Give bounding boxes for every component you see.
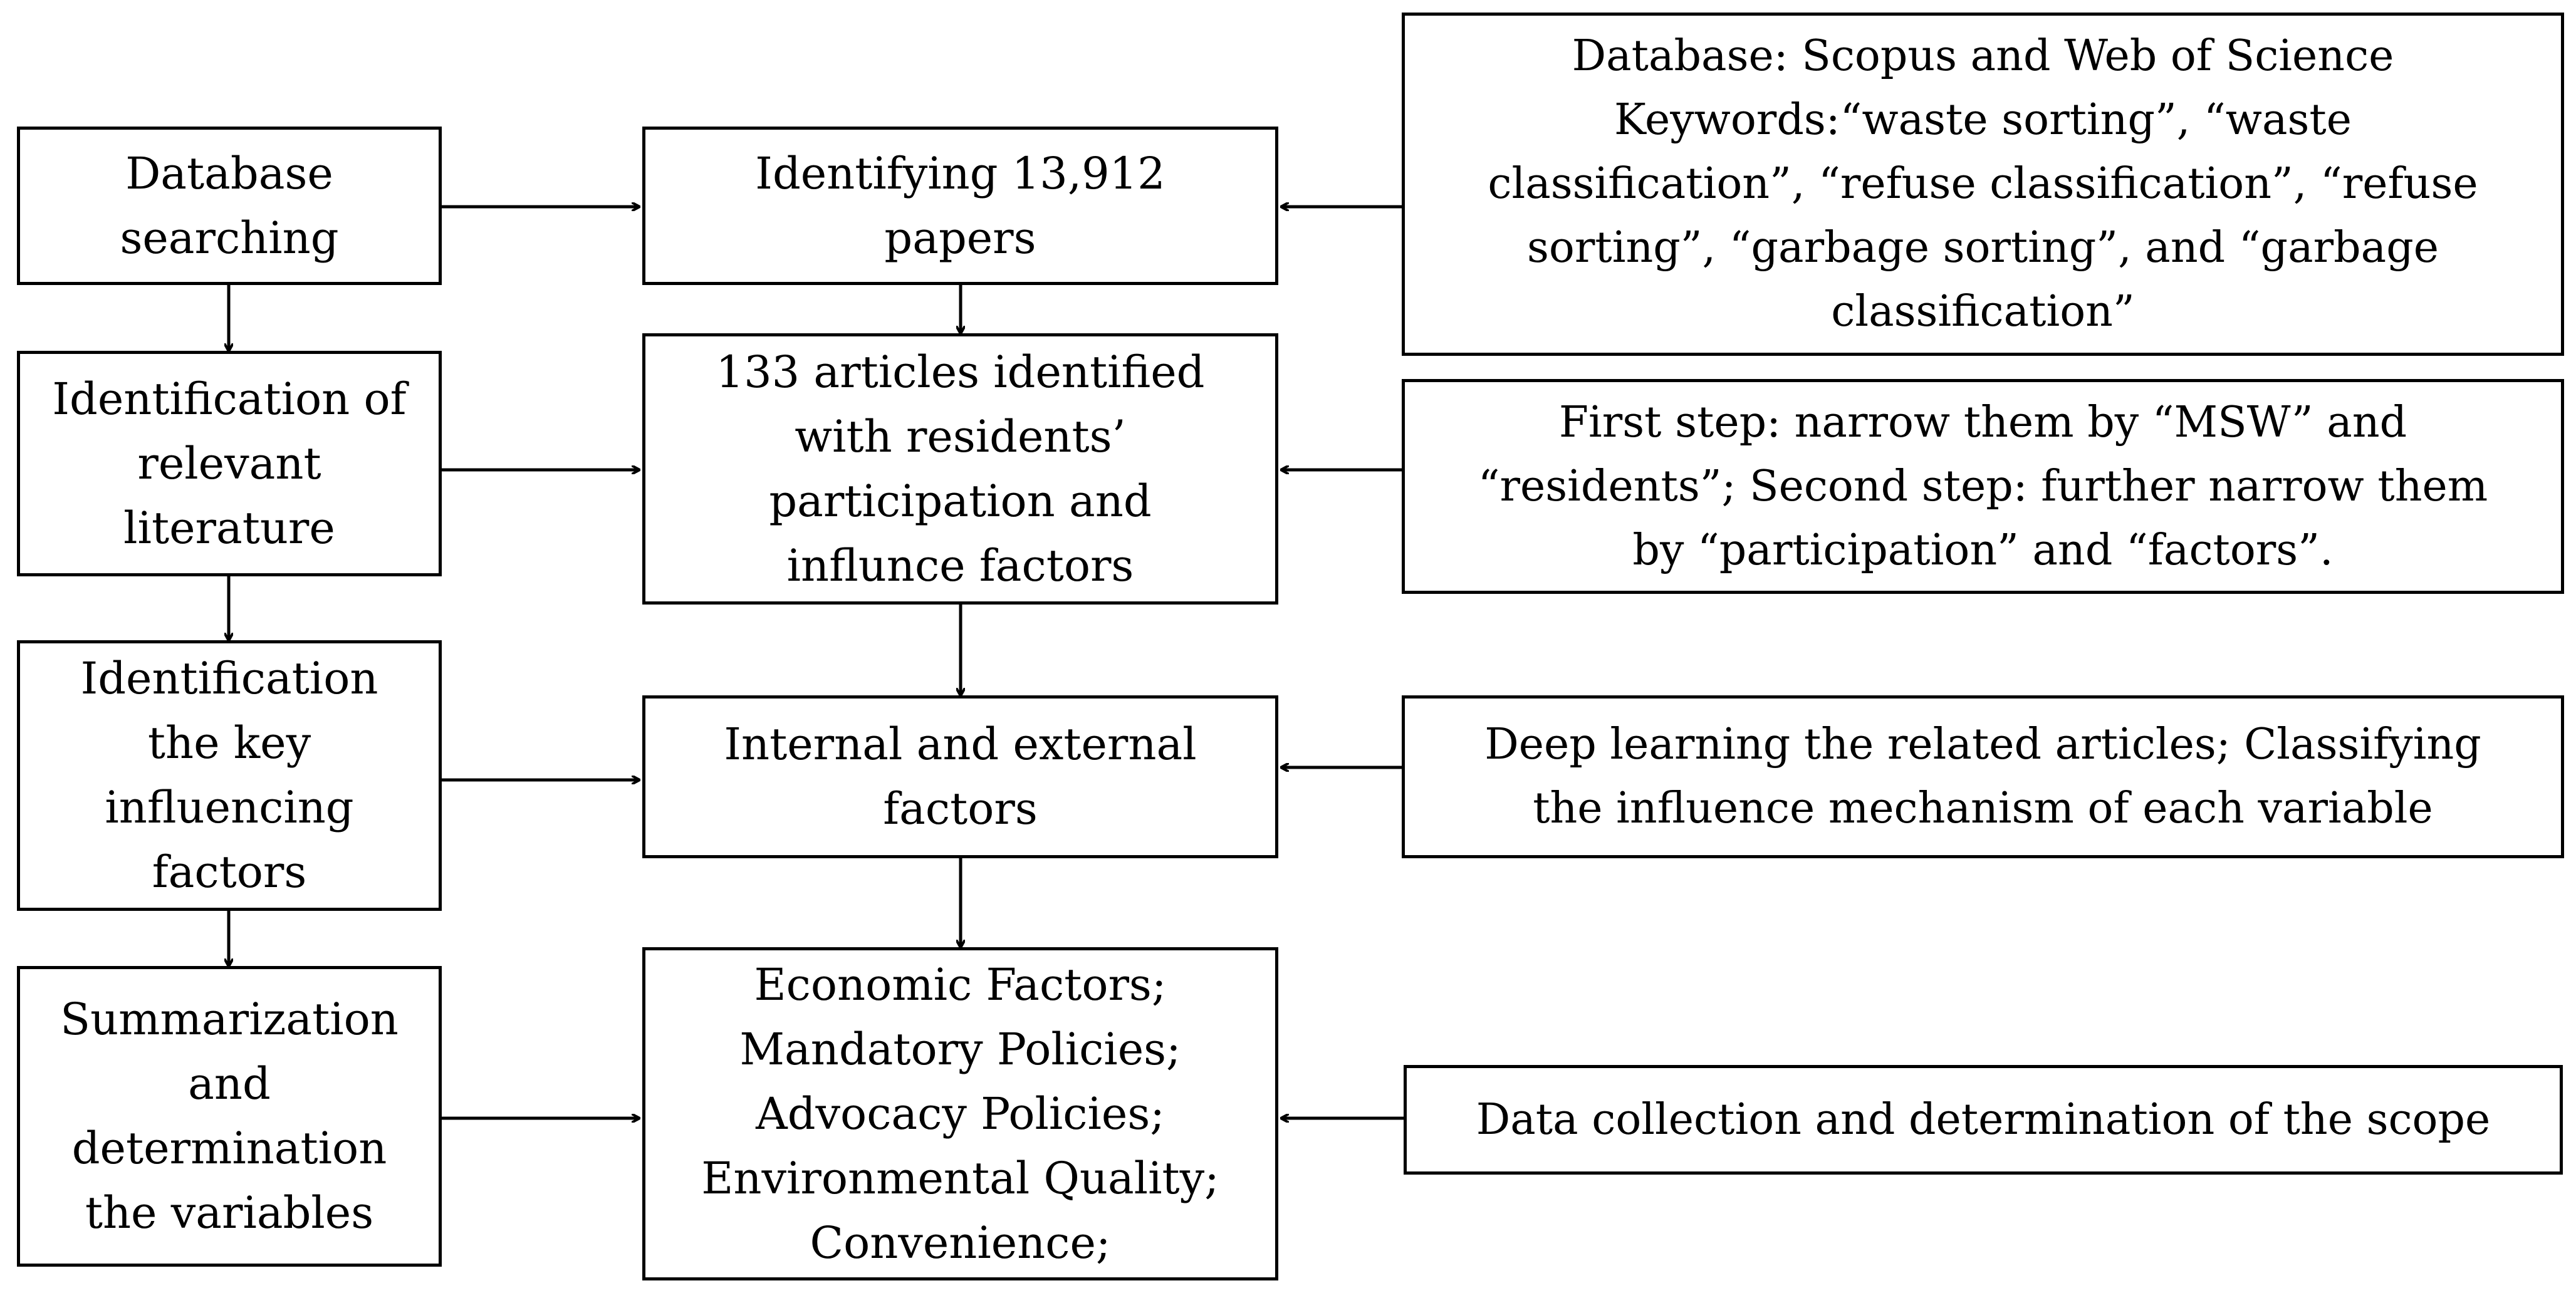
box-text-line: Summarization [60,994,399,1045]
box-text-line: Deep learning the related articles; Clas… [1484,720,2481,769]
note-data-collection: Data collection and determination of the… [1404,1065,2563,1175]
box-text-line: and [188,1058,271,1109]
box-text-line: classification” [1831,287,2135,336]
box-text-line: the key [147,717,311,769]
box-text-line: Internal and external [724,719,1197,770]
box-text-line: literature [123,502,335,554]
note-deep-learning: Deep learning the related articles; Clas… [1402,695,2564,858]
box-text-line: Identifying 13,912 [755,147,1165,199]
box-text-line: by “participation” and “factors”. [1632,525,2334,575]
box-text-line: Convenience; [810,1217,1111,1269]
step-identification-relevant-literature: Identification of relevant literature [17,351,442,576]
box-text-line: influnce factors [786,539,1134,591]
box-text-line: the variables [85,1187,374,1238]
note-narrowing-steps: First step: narrow them by “MSW” and “res… [1402,379,2564,594]
box-text-line: 133 articles identified [716,346,1205,398]
box-text-line: First step: narrow them by “MSW” and [1558,397,2407,447]
box-text-line: the influence mechanism of each variable [1533,784,2433,833]
result-identifying-papers: Identifying 13,912 papers [642,127,1278,285]
box-text-line: participation and [769,475,1152,527]
step-summarization-variables: Summarization and determination the variabl… [17,966,442,1267]
box-text-line: Data collection and determination of the… [1476,1094,2491,1145]
step-identification-key-factors: Identification the key influencing factors [17,640,442,911]
result-factor-list: Economic Factors; Mandatory Policies; Advo… [642,947,1278,1280]
box-text-line: Database [125,147,333,199]
box-text-line: searching [120,212,339,264]
step-database-searching: Database searching [17,127,442,285]
box-text-line: Identification of [52,373,407,425]
box-text-line: Advocacy Policies; [756,1088,1165,1140]
box-text-line: Economic Factors; [754,958,1167,1010]
box-text-line: Environmental Quality; [701,1152,1219,1204]
box-text-line: determination [71,1123,387,1174]
box-text-line: Mandatory Policies; [739,1023,1181,1075]
box-text-line: “residents”; Second step: further narrow… [1478,461,2488,511]
box-text-line: with residents’ [795,410,1126,462]
result-articles-identified: 133 articles identified with residents’ pa… [642,333,1278,605]
box-text-line: relevant [137,437,321,489]
result-internal-external-factors: Internal and external factors [642,695,1278,858]
box-text-line: sorting”, “garbage sorting”, and “garbag… [1527,223,2439,273]
box-text-line: Keywords:“waste sorting”, “waste [1614,95,2352,145]
box-text-line: Identification [80,653,378,704]
box-text-line: factors [883,783,1038,834]
box-text-line: factors [152,846,307,898]
box-text-line: papers [884,212,1036,264]
box-text-line: classification”, “refuse classification”… [1488,159,2478,209]
box-text-line: Database: Scopus and Web of Science [1572,31,2394,81]
box-text-line: influencing [105,782,354,833]
